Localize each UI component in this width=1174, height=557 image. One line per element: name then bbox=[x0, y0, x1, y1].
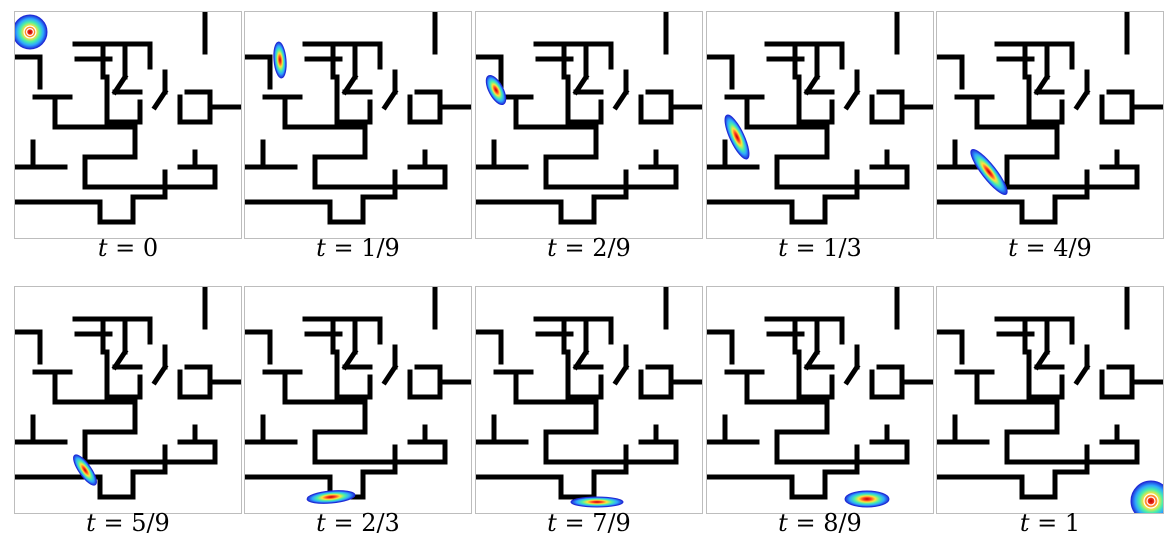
maze-wall bbox=[151, 88, 169, 111]
time-label: t = 4/9 bbox=[936, 234, 1164, 262]
maze-drawing bbox=[937, 12, 1163, 225]
time-variable: t bbox=[778, 509, 788, 537]
maze-wall bbox=[1073, 363, 1091, 386]
maze-panel bbox=[14, 286, 242, 514]
density-heat-blob bbox=[485, 74, 507, 106]
equals-sign: = bbox=[107, 234, 143, 262]
time-value: 4/9 bbox=[1053, 234, 1092, 262]
time-value: 1/9 bbox=[361, 234, 400, 262]
density-heat-blob bbox=[306, 490, 356, 504]
density-heat-blob bbox=[970, 149, 1008, 195]
time-variable: t bbox=[316, 234, 326, 262]
time-label: t = 1/9 bbox=[244, 234, 472, 262]
equals-sign: = bbox=[1017, 234, 1054, 262]
equals-sign: = bbox=[95, 509, 132, 537]
time-variable: t bbox=[778, 234, 788, 262]
time-value: 0 bbox=[142, 234, 159, 262]
maze-wall bbox=[843, 88, 861, 111]
density-heat-blob bbox=[15, 14, 48, 50]
target-ring bbox=[1143, 493, 1159, 509]
time-variable: t bbox=[86, 509, 96, 537]
maze-panel bbox=[706, 286, 934, 514]
maze-drawing bbox=[15, 287, 241, 500]
maze-panel bbox=[244, 11, 472, 239]
maze-drawing bbox=[476, 12, 702, 225]
equals-sign: = bbox=[1029, 509, 1065, 537]
time-label: t = 1/3 bbox=[706, 234, 934, 262]
equals-sign: = bbox=[325, 509, 362, 537]
maze-wall bbox=[151, 363, 169, 386]
maze-panel bbox=[706, 11, 934, 239]
density-heat-blob bbox=[273, 41, 287, 79]
maze-wall bbox=[612, 363, 630, 386]
maze-panel bbox=[475, 11, 703, 239]
maze-drawing bbox=[707, 12, 933, 225]
maze-panel bbox=[936, 286, 1164, 514]
maze-panel bbox=[936, 11, 1164, 239]
density-heat-blob bbox=[1130, 480, 1163, 513]
equals-sign: = bbox=[325, 234, 362, 262]
time-value: 2/9 bbox=[592, 234, 631, 262]
time-variable: t bbox=[1019, 509, 1030, 537]
maze-wall bbox=[381, 363, 399, 386]
density-heat-blob bbox=[724, 114, 750, 160]
time-variable: t bbox=[97, 234, 108, 262]
equals-sign: = bbox=[556, 509, 593, 537]
time-label: t = 2/3 bbox=[244, 509, 472, 537]
density-heat-blob bbox=[73, 454, 97, 486]
maze-panel bbox=[475, 286, 703, 514]
time-label: t = 1 bbox=[936, 509, 1164, 537]
maze-drawing bbox=[937, 287, 1163, 513]
time-variable: t bbox=[1008, 234, 1018, 262]
time-label: t = 7/9 bbox=[475, 509, 703, 537]
time-variable: t bbox=[316, 509, 326, 537]
target-ring bbox=[26, 28, 35, 37]
time-label: t = 5/9 bbox=[14, 509, 242, 537]
maze-wall bbox=[1073, 88, 1091, 111]
equals-sign: = bbox=[787, 509, 824, 537]
density-heat-blob bbox=[570, 496, 624, 508]
maze-drawing bbox=[707, 287, 933, 508]
equals-sign: = bbox=[787, 234, 824, 262]
time-variable: t bbox=[547, 509, 557, 537]
time-label: t = 0 bbox=[14, 234, 242, 262]
maze-drawing bbox=[15, 12, 241, 225]
maze-wall bbox=[843, 363, 861, 386]
time-variable: t bbox=[547, 234, 557, 262]
density-heat-blob bbox=[844, 490, 890, 508]
time-label: t = 8/9 bbox=[706, 509, 934, 537]
maze-wall bbox=[381, 88, 399, 111]
time-value: 7/9 bbox=[592, 509, 631, 537]
time-value: 8/9 bbox=[823, 509, 862, 537]
maze-panel bbox=[244, 286, 472, 514]
time-value: 1 bbox=[1064, 509, 1081, 537]
target-ring bbox=[1146, 496, 1156, 506]
maze-wall bbox=[612, 88, 630, 111]
maze-panel bbox=[14, 11, 242, 239]
maze-drawing bbox=[245, 287, 471, 504]
equals-sign: = bbox=[556, 234, 593, 262]
time-value: 2/3 bbox=[361, 509, 400, 537]
maze-drawing bbox=[476, 287, 702, 508]
maze-drawing bbox=[245, 12, 471, 225]
time-label: t = 2/9 bbox=[475, 234, 703, 262]
target-ring bbox=[23, 25, 37, 39]
time-value: 5/9 bbox=[131, 509, 170, 537]
time-value: 1/3 bbox=[823, 234, 862, 262]
